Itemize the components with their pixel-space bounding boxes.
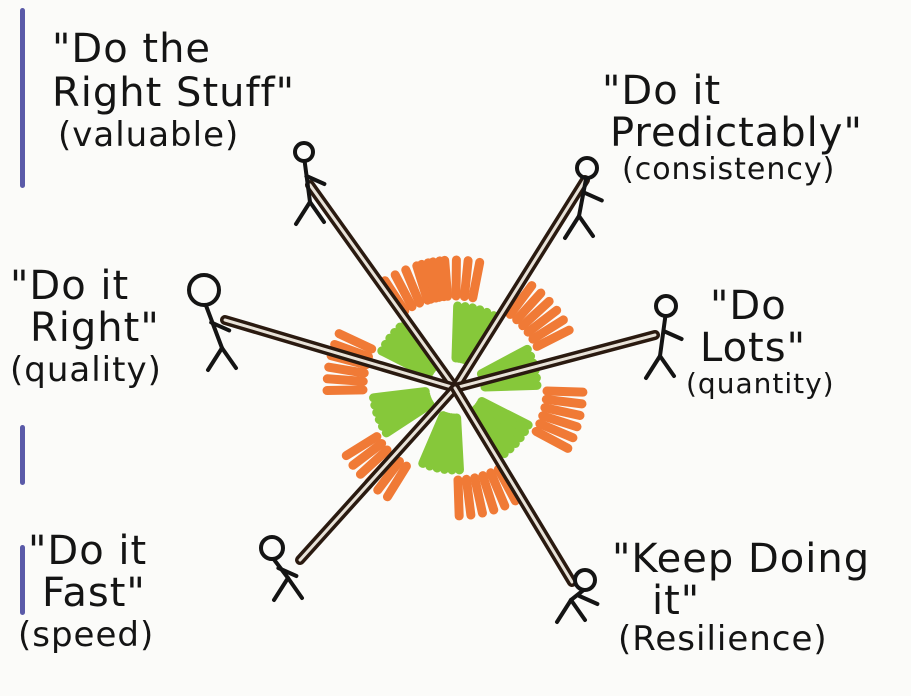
goal-label-predictably: "Do it Predictably" (consistency) [592, 70, 863, 186]
goal-title-line2: Lots" [700, 325, 806, 371]
goal-label-right-stuff: "Do the Right Stuff" (valuable) [52, 28, 295, 154]
goal-note: (Resilience) [618, 619, 828, 659]
goal-note: (quality) [10, 350, 162, 390]
stick-figure-lots [644, 294, 684, 380]
stick-figure-right-stuff [293, 141, 327, 226]
goal-note: (quantity) [686, 367, 835, 400]
goal-title-line1: "Keep Doing [612, 536, 871, 582]
goal-title-line2: Fast" [42, 570, 146, 616]
rope-keep-doing [450, 383, 577, 587]
burst-ray-orange-2 [531, 386, 588, 453]
margin-mark-top [20, 8, 25, 188]
burst-ray-orange-1 [505, 281, 574, 351]
goal-note: (valuable) [58, 115, 240, 155]
goal-label-lots: "Do Lots" (quantity) [686, 283, 835, 398]
goal-title-line1: "Do the [52, 26, 212, 72]
goal-title-line1: "Do [710, 283, 787, 329]
stick-figure-keep-doing [555, 568, 600, 624]
stick-figure-fast [259, 535, 304, 602]
goal-label-fast: "Do it Fast" (speed) [18, 530, 154, 654]
stick-figures [187, 141, 684, 624]
rope-right-stuff [305, 180, 460, 393]
ropes [220, 175, 660, 587]
goal-title-line1: "Do it [10, 263, 130, 309]
margin-mark-middle [20, 425, 25, 485]
burst-ray-green-4 [369, 387, 435, 438]
stick-figure-predictably [563, 156, 604, 240]
goal-title-line2: Right Stuff" [52, 70, 296, 116]
goal-label-keep-doing: "Keep Doing it" (Resilience) [612, 538, 870, 658]
rope-right [220, 315, 460, 393]
rope-predictably [450, 175, 590, 393]
goal-note: (consistency) [622, 152, 836, 187]
goal-title-line2: Right" [30, 305, 160, 351]
goal-title-line2: Predictably" [610, 110, 863, 156]
burst-ray-green-3 [418, 411, 464, 475]
burst-ray-orange-3 [453, 464, 520, 521]
goal-title-line1: "Do it [602, 68, 722, 114]
goal-title-line2: it" [652, 578, 701, 624]
stick-figure-right [187, 273, 238, 372]
goal-label-right: "Do it Right" (quality) [10, 265, 162, 389]
rope-fast [295, 383, 460, 565]
margin-mark-bottom [20, 545, 25, 615]
goal-title-line1: "Do it [28, 528, 148, 574]
goal-note: (speed) [18, 615, 155, 655]
rope-lots [450, 330, 660, 393]
